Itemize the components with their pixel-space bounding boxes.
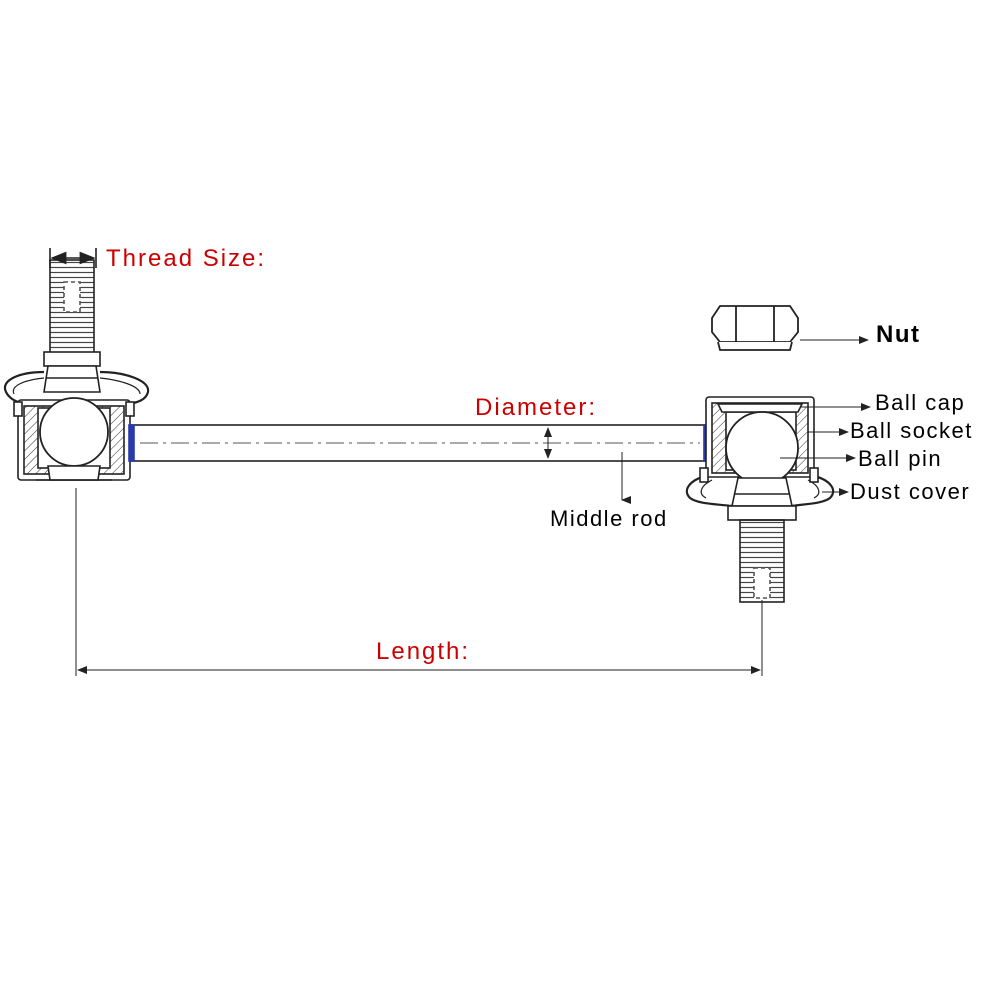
- left-ball-joint: [3, 248, 150, 481]
- nut-label: Nut: [876, 321, 921, 348]
- left-threaded-stud: [49, 259, 95, 356]
- ball-pin-label: Ball pin: [858, 446, 943, 471]
- length-label: Length:: [376, 638, 471, 665]
- nut: [711, 305, 869, 351]
- diameter-label: Diameter:: [475, 394, 598, 421]
- middle-rod-label: Middle rod: [550, 506, 668, 531]
- right-dust-cover: [685, 474, 835, 508]
- middle-rod: [128, 424, 711, 504]
- right-ball-cap: [716, 403, 804, 413]
- ball-socket-label: Ball socket: [850, 418, 973, 443]
- left-rod-seal: [128, 424, 135, 462]
- dust-cover-label: Dust cover: [850, 479, 971, 504]
- right-threaded-stud: [739, 519, 785, 603]
- right-ball-joint: [685, 396, 835, 603]
- ball-cap-label: Ball cap: [875, 390, 966, 415]
- thread-size-label: Thread Size:: [106, 245, 267, 272]
- length-dimension: [75, 488, 763, 676]
- left-ball: [39, 397, 109, 467]
- callout-leaders: [780, 403, 871, 496]
- right-ball: [725, 411, 799, 485]
